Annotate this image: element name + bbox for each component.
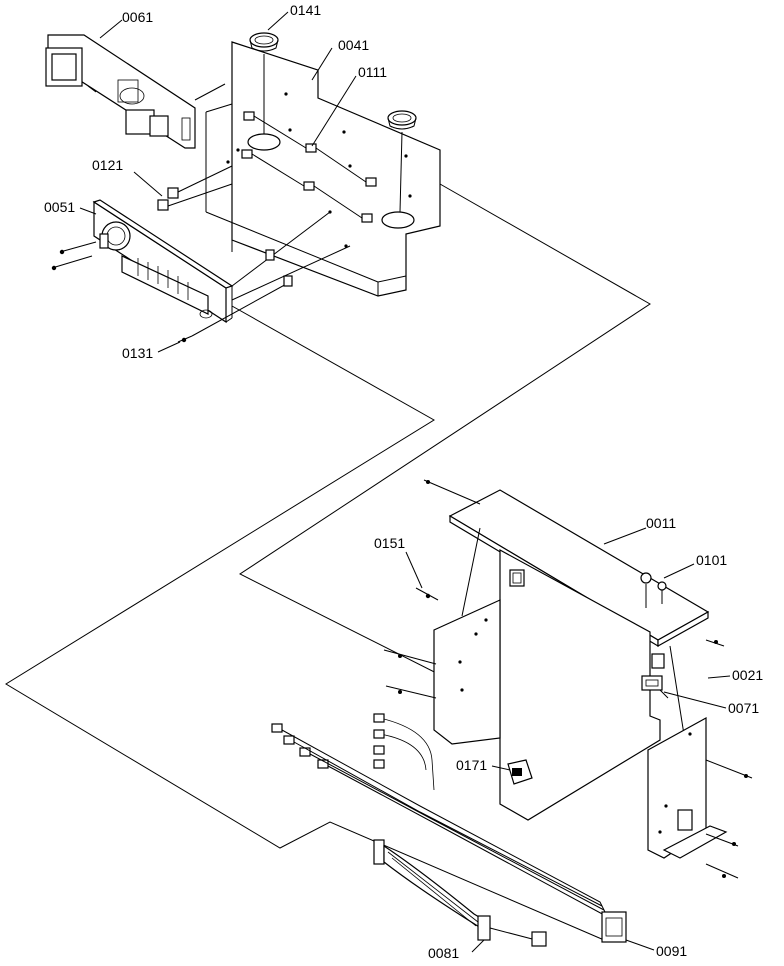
back-panel-0021[interactable] (383, 548, 753, 879)
clips-0121[interactable] (157, 165, 233, 211)
screw-0151[interactable] (415, 587, 439, 601)
label-0111: 0111 (358, 64, 387, 80)
label-0021: 0021 (732, 667, 763, 683)
label-0091: 0091 (656, 943, 687, 959)
connector-0171[interactable] (507, 759, 533, 785)
label-0051: 0051 (44, 199, 75, 215)
label-0011: 0011 (646, 515, 676, 531)
label-0061: 0061 (122, 9, 153, 25)
switch-0071[interactable] (641, 675, 669, 699)
display-board-0051[interactable] (51, 199, 234, 324)
grommet-0141[interactable] (249, 32, 417, 213)
label-0041: 0041 (338, 37, 369, 53)
mounting-bracket-0041[interactable] (205, 41, 441, 297)
label-0171: 0171 (456, 757, 487, 773)
ribbon-cable-0081[interactable] (373, 839, 547, 947)
label-0141: 0141 (290, 2, 321, 18)
label-0151: 0151 (374, 535, 405, 551)
part-labels: 0061 0141 0041 0111 0121 0051 0131 0011 … (44, 2, 763, 961)
wire-harness-0091[interactable] (271, 713, 627, 943)
screw-0101[interactable] (640, 572, 667, 608)
screw-0131[interactable] (177, 211, 351, 343)
label-0101: 0101 (696, 552, 727, 568)
label-0081: 0081 (428, 945, 459, 961)
standoff-clips-0111[interactable] (241, 111, 377, 223)
label-0121: 0121 (92, 157, 123, 173)
control-board-0061[interactable] (45, 34, 226, 149)
label-0131: 0131 (122, 345, 153, 361)
label-0071: 0071 (728, 700, 759, 716)
